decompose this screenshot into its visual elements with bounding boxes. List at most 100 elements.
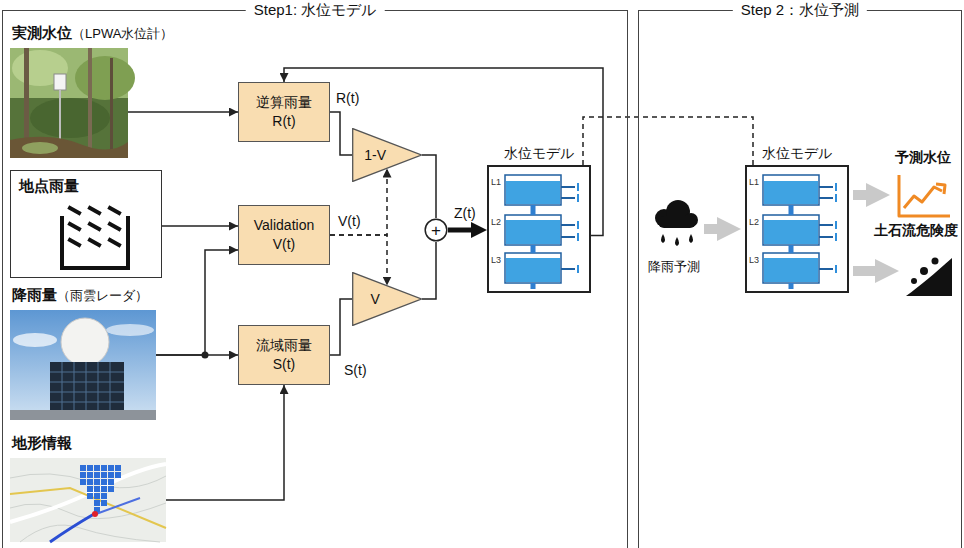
rain-forecast-icon [655,200,698,246]
triangle-outline [352,272,422,326]
text-holder: 水位モデル [762,144,832,162]
signal-line [128,111,238,113]
forest-photo-part [54,74,66,90]
signal-label: V(t) [336,213,363,229]
rain-gauge-icon [62,208,128,268]
terrain-map-part [10,458,166,542]
text-holder: 流域雨量 S(t) [239,332,329,378]
text-holder: 1-V [352,128,398,182]
tank-model-drawing-part [561,187,575,269]
text-holder: 降雨量（雨雲レーダ） [12,285,148,306]
tank-model-drawing-part [506,220,560,244]
signal-line [330,299,352,355]
signal-line [156,354,238,356]
rain-gauge-icon-part [62,218,128,268]
process-box: 流域雨量 S(t) [238,325,330,385]
tank-label: L3 [491,255,501,265]
forest-photo-part [59,90,61,140]
output-icon: 降雨予測 [650,200,698,252]
forest-photo [10,48,135,158]
radar-photo [10,310,156,420]
tank-label: L3 [749,255,759,265]
tank-model-drawing-part [505,175,561,205]
triangle-label: 1-V [364,147,386,163]
flow-arrow [704,224,727,234]
step-panel: 実測水位（LPWA水位計） 地点雨量降雨量（雨雲レーダ） 地形情報 逆算雨量 R(t)… [2,10,628,548]
input-heading: （LPWA水位計） [72,26,173,41]
box-label: Validation V(t) [254,217,314,252]
rain-forecast-icon-part [661,234,693,246]
flow-arrow [853,190,876,200]
sum-circle: + [424,218,448,242]
tank-label: L2 [491,217,501,227]
triangle-outline [352,128,422,182]
terrain-map [10,458,166,542]
signal-line [448,228,477,233]
signal-label: R(t) [334,90,361,106]
debris-flow-icon [906,258,952,297]
terrain-map-part [80,464,122,513]
tank-label: L1 [749,177,759,187]
tank-model-drawing-part [506,258,560,282]
box-label: 流域雨量 S(t) [256,337,312,372]
process-box: 逆算雨量 R(t) [238,82,330,142]
signal-line [422,155,436,218]
dashed-connector [583,117,753,165]
forest-photo-part [22,142,58,154]
forest-photo-part [75,56,135,100]
signal-line [330,112,352,155]
text-holder: V [352,272,398,326]
radar-photo-part [13,333,57,347]
text-holder: 地点雨量 [19,176,79,196]
tank-model-drawing-part [506,181,560,204]
step-panel: 降雨予測水位モデル予測水位土石流危険度Step 2：水位予測 [638,10,962,548]
input-heading: 降雨量 [12,286,57,303]
panel-title: Step1: 水位モデル [254,1,377,18]
flow-arrow [853,266,885,276]
input-heading: 実測水位 [12,24,72,41]
text-holder: + [424,218,448,242]
weight-triangle: V [352,272,422,326]
circle-outline [425,219,447,241]
signal-line [156,250,238,355]
text-holder: 地形情報 [12,433,72,453]
input-heading: （雨雲レーダ） [57,288,148,303]
debris-flow-icon-part [920,267,928,275]
tank-label: L2 [749,217,759,227]
forest-photo-part [10,137,128,158]
text-holder: 土石流危険度 [874,221,958,239]
tank-model-box: 水位モデル [487,165,591,293]
tank-model-drawing [505,175,578,289]
terrain-map-part [92,511,98,517]
triangle-label: V [370,291,379,307]
text-holder: 逆算雨量 R(t) [239,89,329,135]
output-icon: 土石流危険度 [905,245,953,297]
box-label: 逆算雨量 R(t) [256,94,312,129]
radar-photo-part [106,324,154,336]
signal-line [166,385,284,500]
weight-triangle: 1-V [352,128,422,182]
triangle-outline [353,129,422,182]
forest-photo-part [30,98,110,138]
junction-dot [202,352,209,359]
panel-title: Step 2：水位予測 [741,1,859,18]
output-icon: 予測水位 [896,172,950,218]
rain-forecast-icon-part [658,216,696,228]
forest-photo-part [110,58,113,158]
rain-gauge-icon-part [70,208,119,245]
tank-model-drawing-part [531,205,536,289]
radar-photo-part [50,362,124,412]
icon-caption: 降雨予測 [648,259,700,274]
icon-caption: 予測水位 [895,149,951,165]
radar-photo-part [61,318,109,366]
terrain-map-part [50,514,94,542]
text-holder: Step1: 水位モデル [246,0,385,20]
icon-caption: 土石流危険度 [874,222,958,238]
text-holder: 実測水位（LPWA水位計） [12,23,173,44]
signal-label: S(t) [342,362,369,378]
box-label: 地点雨量 [19,177,79,194]
signal-line [284,68,603,235]
text-holder: Validation V(t) [239,212,329,258]
triangle-outline [353,273,422,326]
